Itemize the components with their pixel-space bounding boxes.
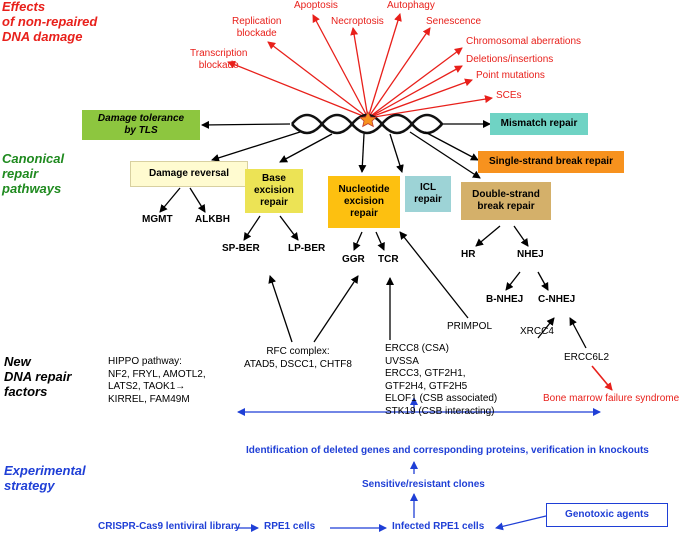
effect-chromosomal: Chromosomal aberrations [466, 36, 582, 47]
damage-star-icon [359, 111, 377, 128]
section-new-factors: New DNA repair factors [4, 354, 72, 400]
arrow-xrcc4 [537, 317, 555, 339]
strategy-infected: Infected RPE1 cells [392, 521, 485, 532]
strategy-clones: Sensitive/resistant clones [362, 479, 485, 490]
arrow-primpol [399, 231, 469, 319]
arrow-hr [475, 225, 501, 247]
arrow-autophagy [367, 13, 402, 119]
factor-rfc: RFC complex: ATAD5, DSCC1, CHTF8 [244, 346, 352, 370]
arrow-senescence [367, 27, 431, 119]
subpathway-cnhej: C-NHEJ [538, 294, 576, 305]
factor-tcr-list: ERCC8 (CSA) UVSSA ERCC3, GTF2H1, GTF2H4,… [385, 343, 498, 417]
strategy-library: CRISPR-Cas9 lentiviral library [98, 521, 241, 532]
effect-sces: SCEs [496, 90, 522, 101]
pathway-dsb: Double-strand break repair [461, 182, 551, 220]
pathway-ber: Base excision repair [245, 169, 303, 213]
arrow-mgmt [159, 187, 181, 213]
strategy-rpe1: RPE1 cells [264, 521, 316, 532]
pathway-tls: Damage tolerance by TLS [82, 110, 200, 140]
effect-point: Point mutations [476, 70, 545, 81]
arrow-ercc6l2 [569, 317, 587, 349]
arrow-deletions [367, 65, 463, 119]
factor-primpol: PRIMPOL [447, 321, 493, 332]
pathway-ner: Nucleotide excision repair [328, 176, 400, 228]
subpathway-hr: HR [461, 249, 476, 260]
effect-replication: Replication blockade [232, 16, 282, 39]
effect-autophagy: Autophagy [387, 0, 435, 11]
subpathway-mgmt: MGMT [142, 214, 173, 225]
effect-necroptosis: Necroptosis [331, 16, 384, 27]
arrow-rfc-spber [268, 275, 293, 343]
arrow-tls [201, 120, 291, 129]
arrow-reversal [211, 131, 301, 162]
arrow-tcr [375, 231, 385, 251]
pathway-ssb: Single-strand break repair [478, 151, 624, 173]
subpathway-ggr: GGR [342, 254, 365, 265]
arrow-genotoxic [495, 515, 547, 531]
section-effects-text: Effects of non-repaired DNA damage [2, 0, 98, 44]
factor-xrcc4: XRCC4 [520, 326, 554, 337]
arrow-alkbh [189, 187, 206, 213]
arrow-necroptosis [350, 27, 369, 119]
subpathway-lpber: LP-BER [288, 243, 326, 254]
strategy-arrows [234, 397, 601, 532]
arrow-icl [389, 133, 404, 173]
factor-hippo: HIPPO pathway: NF2, FRYL, AMOTL2, LATS2,… [108, 356, 206, 405]
arrow-ssb [424, 131, 479, 161]
section-experimental: Experimental strategy [4, 463, 86, 494]
effect-transcription: Transcription blockade [190, 48, 248, 71]
arrow-replication [267, 41, 369, 119]
strategy-genotoxic: Genotoxic agents [546, 503, 668, 527]
strategy-identification: Identification of deleted genes and corr… [246, 445, 649, 456]
subpathway-bnhej: B-NHEJ [486, 294, 524, 305]
subpathway-nhej: NHEJ [517, 249, 544, 260]
arrow-apoptosis [312, 14, 369, 119]
subpathway-spber: SP-BER [222, 243, 260, 254]
factor-ercc6l2: ERCC6L2 [564, 352, 610, 363]
pathway-arrows [159, 120, 587, 349]
arrow-ner [358, 133, 367, 173]
effect-arrows [227, 13, 493, 119]
arrow-rfc-lpber [313, 275, 359, 343]
pathway-mismatch: Mismatch repair [490, 113, 588, 135]
arrow-bmf [591, 365, 613, 391]
pathway-icl: ICL repair [405, 176, 451, 212]
effect-senescence: Senescence [426, 16, 482, 27]
section-effects: Effects of non-repaired DNA damage [2, 0, 97, 45]
arrow-chromosomal [367, 47, 463, 119]
section-new-factors-text: New DNA repair factors [4, 354, 72, 399]
arrow-bnhej [505, 271, 521, 291]
subpathway-tcr: TCR [378, 254, 399, 265]
factor-bmf: Bone marrow failure syndrome [543, 393, 680, 404]
arrow-lpber [279, 215, 299, 241]
arrow-spber [243, 215, 261, 241]
arrow-sces [367, 95, 493, 119]
arrow-ber [279, 133, 333, 163]
pathway-reversal: Damage reversal [130, 161, 248, 187]
arrow-nhej [513, 225, 529, 247]
effect-apoptosis: Apoptosis [294, 0, 338, 11]
effect-deletions: Deletions/insertions [466, 54, 554, 65]
arrow-dsb [409, 131, 481, 179]
section-canonical-text: Canonical repair pathways [2, 151, 65, 196]
section-experimental-text: Experimental strategy [4, 463, 86, 493]
section-canonical: Canonical repair pathways [2, 151, 65, 197]
arrow-ggr [353, 231, 363, 251]
arrow-point [367, 78, 473, 119]
subpathway-alkbh: ALKBH [195, 214, 230, 225]
arrow-transcription [227, 60, 369, 119]
arrow-cnhej [537, 271, 549, 291]
